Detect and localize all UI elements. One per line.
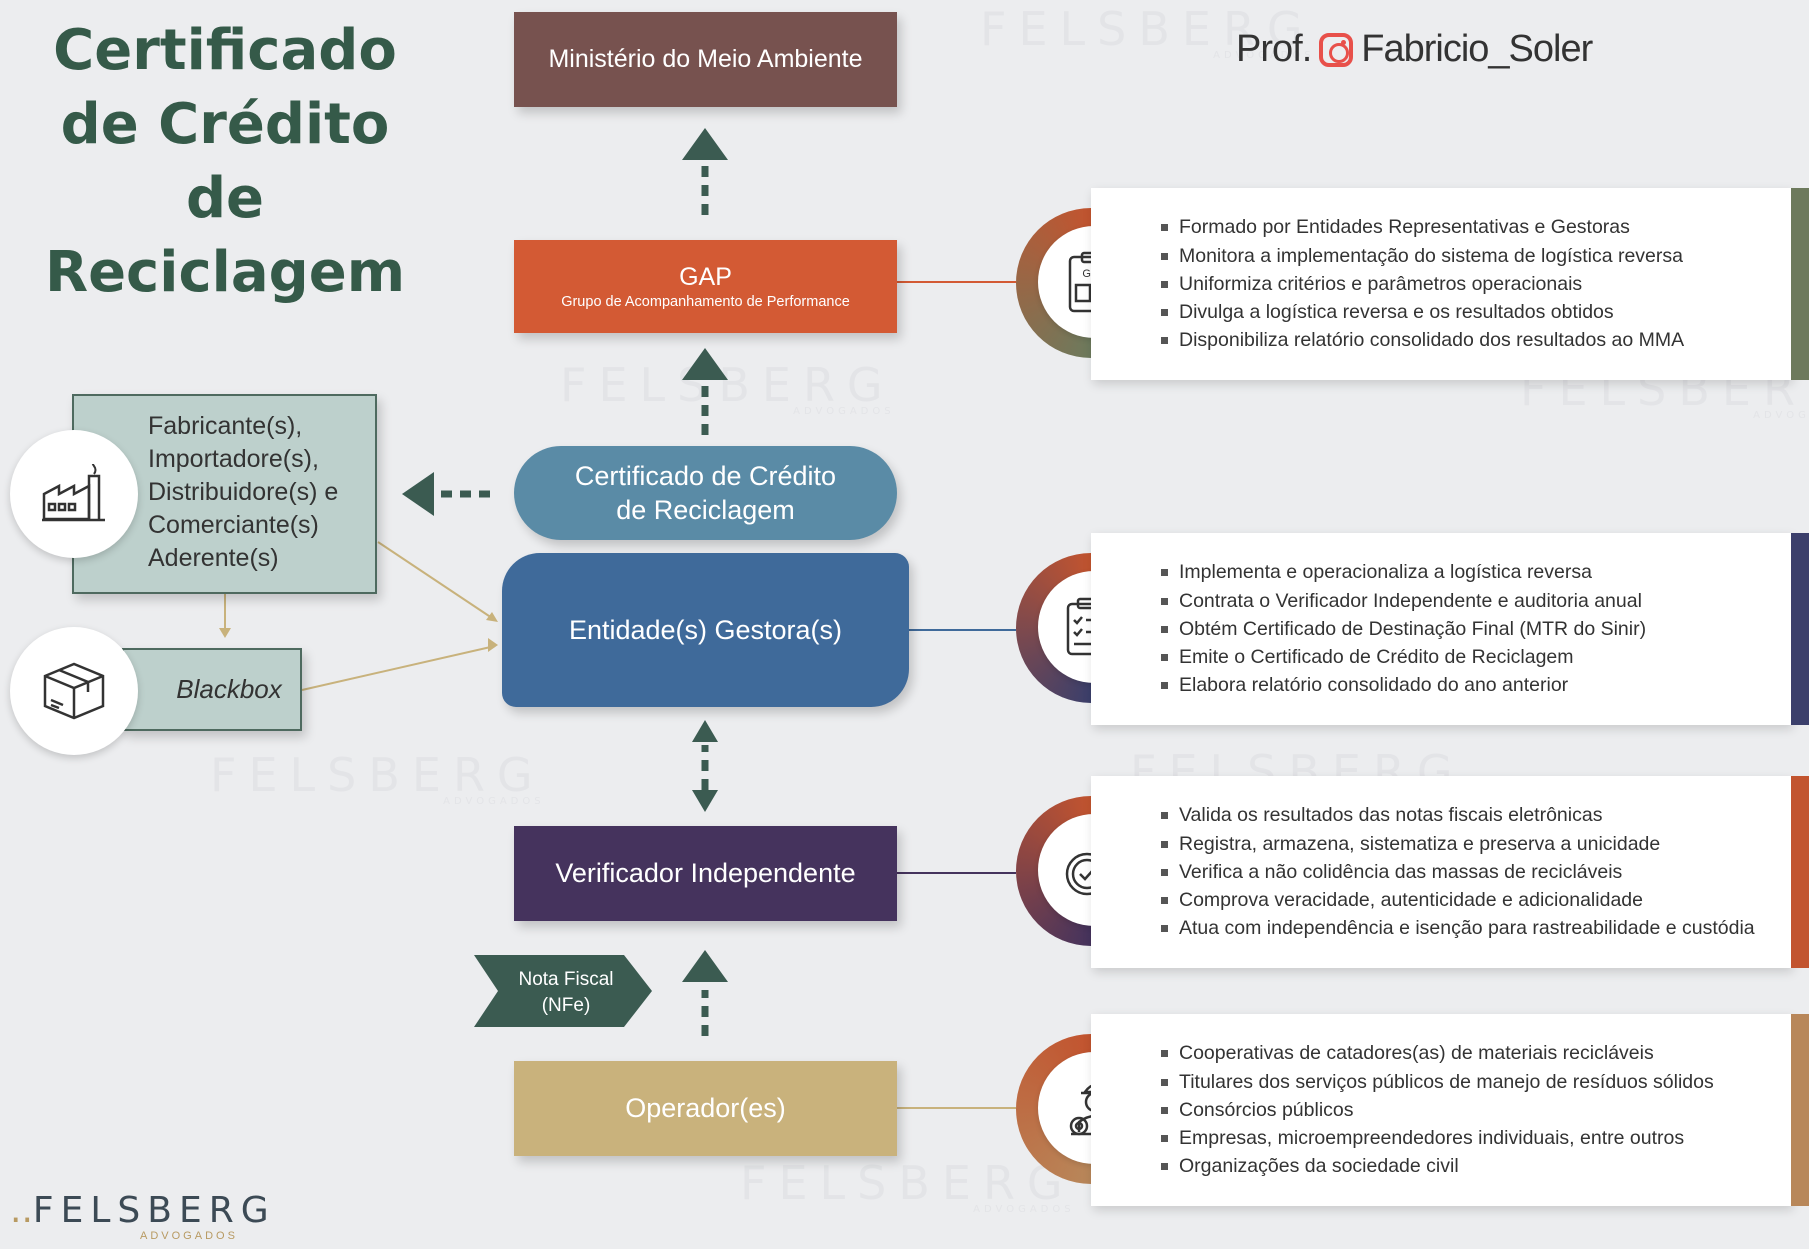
felsberg-logo: ..FELSBERG bbox=[10, 1190, 276, 1231]
entidade-label: Entidade(s) Gestora(s) bbox=[568, 614, 843, 645]
verificador-panel: Valida os resultados das notas fiscais e… bbox=[1091, 776, 1809, 968]
list-item: Empresas, microempreendedores individuai… bbox=[1161, 1124, 1791, 1152]
list-item: Consórcios públicos bbox=[1161, 1096, 1791, 1124]
fabricantes-line: Comerciante(s) bbox=[148, 511, 319, 539]
mma-label: Ministério do Meio Ambiente bbox=[548, 45, 863, 73]
panel-strip bbox=[1791, 776, 1809, 968]
panel-strip bbox=[1791, 188, 1809, 380]
list-item: Disponibiliza relatório consolidado dos … bbox=[1161, 326, 1791, 354]
list-item: Uniformiza critérios e parâmetros operac… bbox=[1161, 270, 1791, 298]
list-item: Titulares dos serviços públicos de manej… bbox=[1161, 1068, 1791, 1096]
fabricantes-box bbox=[72, 394, 377, 594]
list-item: Cooperativas de catadores(as) de materia… bbox=[1161, 1039, 1791, 1067]
list-item: Verifica a não colidência das massas de … bbox=[1161, 858, 1791, 886]
entidade-panel: Implementa e operacionaliza a logística … bbox=[1091, 533, 1809, 725]
list-item: Atua com independência e isenção para ra… bbox=[1161, 914, 1791, 942]
blackbox-box: Blackbox bbox=[122, 648, 302, 731]
list-item: Divulga a logística reversa e os resulta… bbox=[1161, 298, 1791, 326]
gap-title: GAP bbox=[679, 263, 732, 291]
list-item: Monitora a implementação do sistema de l… bbox=[1161, 242, 1791, 270]
fabricantes-line: Distribuidore(s) e bbox=[148, 478, 339, 506]
arrowhead bbox=[692, 720, 718, 742]
list-item: Emite o Certificado de Crédito de Recicl… bbox=[1161, 643, 1791, 671]
list-item: Contrata o Verificador Independente e au… bbox=[1161, 587, 1791, 615]
fabricantes-line: Importadore(s), bbox=[148, 445, 319, 473]
entidade-gestora-box: Entidade(s) Gestora(s) bbox=[502, 553, 909, 707]
arrowhead bbox=[692, 790, 718, 812]
blackbox-label: Blackbox bbox=[176, 674, 282, 704]
logo-dots: .. bbox=[10, 1190, 33, 1231]
arrowhead bbox=[682, 348, 728, 380]
author-prefix: Prof. bbox=[1236, 28, 1312, 70]
list-item: Obtém Certificado de Destinação Final (M… bbox=[1161, 615, 1791, 643]
list-item: Elabora relatório consolidado do ano ant… bbox=[1161, 671, 1791, 699]
list-item: Comprova veracidade, autenticidade e adi… bbox=[1161, 886, 1791, 914]
arrowhead bbox=[402, 472, 434, 516]
ccr-box: Certificado de Crédito de Reciclagem bbox=[514, 446, 897, 540]
list-item: Formado por Entidades Representativas e … bbox=[1161, 213, 1791, 241]
fabricantes-line: Fabricante(s), bbox=[148, 412, 303, 440]
mma-box: Ministério do Meio Ambiente bbox=[514, 12, 897, 107]
panel-strip bbox=[1791, 533, 1809, 725]
author-handle: Fabricio_Soler bbox=[1361, 28, 1593, 70]
felsberg-logo-sub: ADVOGADOS bbox=[140, 1230, 238, 1242]
arrowhead bbox=[682, 128, 728, 160]
list-item: Valida os resultados das notas fiscais e… bbox=[1161, 801, 1791, 829]
gap-subtitle: Grupo de Acompanhamento de Performance bbox=[561, 294, 850, 310]
list-item: Registra, armazena, sistematiza e preser… bbox=[1161, 830, 1791, 858]
author-credit: Prof. Fabricio_Soler bbox=[1236, 28, 1593, 71]
gap-panel: Formado por Entidades Representativas e … bbox=[1091, 188, 1809, 380]
logo-text: FELSBERG bbox=[32, 1190, 276, 1231]
page-title: Certificado de Crédito de Reciclagem bbox=[44, 18, 406, 305]
ccr-label-line2: de Reciclagem bbox=[616, 495, 795, 525]
nfe-line2: (NFe) bbox=[542, 995, 591, 1016]
package-icon bbox=[10, 627, 138, 755]
nota-fiscal-tag: Nota Fiscal (NFe) bbox=[474, 955, 652, 1027]
fabricantes-label: Fabricante(s), Importadore(s), Distribui… bbox=[148, 410, 378, 575]
factory-icon bbox=[10, 430, 138, 558]
operador-label: Operador(es) bbox=[625, 1093, 786, 1123]
verificador-label: Verificador Independente bbox=[555, 858, 856, 888]
verificador-box: Verificador Independente bbox=[514, 826, 897, 921]
ccr-label-line1: Certificado de Crédito bbox=[574, 461, 837, 491]
arrowhead bbox=[682, 950, 728, 982]
panel-strip bbox=[1791, 1014, 1809, 1206]
operador-panel: Cooperativas de catadores(as) de materia… bbox=[1091, 1014, 1809, 1206]
gap-box: GAP Grupo de Acompanhamento de Performan… bbox=[514, 240, 897, 333]
instagram-icon bbox=[1319, 32, 1354, 67]
fabricantes-line: Aderente(s) bbox=[148, 544, 279, 572]
operador-box: Operador(es) bbox=[514, 1061, 897, 1156]
nfe-line1: Nota Fiscal bbox=[518, 969, 613, 990]
list-item: Organizações da sociedade civil bbox=[1161, 1152, 1791, 1180]
list-item: Implementa e operacionaliza a logística … bbox=[1161, 558, 1791, 586]
